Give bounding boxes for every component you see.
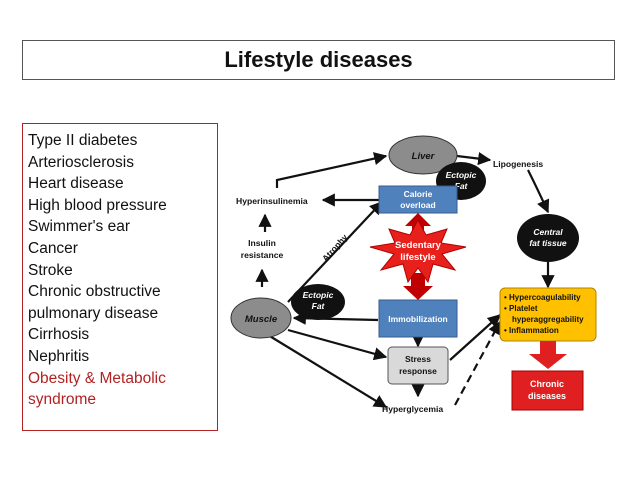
ectopic-fat-top-label: Ectopic (446, 170, 477, 180)
list-item: Heart disease (28, 175, 124, 193)
atrophy-label: Atrophy (320, 232, 350, 263)
effects-item: • Platelet (504, 304, 538, 313)
list-item: High blood pressure (28, 196, 167, 214)
page-title: Lifestyle diseases (224, 47, 413, 72)
list-item-highlighted: syndrome (28, 391, 97, 409)
muscle-node (230, 297, 292, 339)
ectopic-fat-bottom-label: Ectopic (303, 290, 334, 300)
arrow-lipogenesis-central-fat (527, 169, 550, 214)
arrow-liver-lipogenesis (456, 152, 492, 166)
effects-item: • Inflammation (504, 326, 559, 335)
title-box: Lifestyle diseases (22, 40, 615, 80)
stress-response-label: response (399, 366, 437, 376)
list-item: Nephritis (28, 347, 90, 365)
sedentary-lifestyle-label: lifestyle (400, 252, 435, 263)
immobilization-box (378, 299, 458, 338)
insulin-resistance-label: Insulin (248, 238, 276, 248)
hyperinsulinemia-label: Hyperinsulinemia (236, 196, 308, 206)
hyperglycemia-label: Hyperglycemia (382, 404, 443, 414)
arrow-hyperglycemia-effects-dashed (454, 320, 501, 406)
immobilization-label: Immobilization (388, 314, 448, 324)
list-item: Cirrhosis (28, 326, 90, 344)
calorie-overload-label: overload (400, 200, 435, 210)
disease-list: Type II diabetes Arteriosclerosis Heart … (22, 123, 218, 431)
stress-response-label: Stress (405, 354, 431, 364)
list-item: Chronic obstructive (28, 283, 161, 301)
list-item: Type II diabetes (28, 132, 138, 149)
arrow-muscle-stress (287, 328, 388, 361)
central-fat-tissue-node (517, 214, 579, 262)
effects-item: • Hypercoagulability (504, 293, 581, 302)
chronic-diseases-label: diseases (528, 391, 566, 401)
list-item: pulmonary disease (28, 304, 159, 322)
ectopic-fat-bottom-node (291, 284, 345, 320)
insulin-resistance-label: resistance (241, 250, 284, 260)
arrow-muscle-hyperglycemia (267, 334, 388, 408)
ectopic-fat-top-label: Fat (455, 181, 469, 191)
sedentary-lifestyle-star (369, 218, 467, 284)
list-item: Stroke (28, 261, 73, 279)
list-item: Arteriosclerosis (28, 153, 134, 171)
muscle-label: Muscle (245, 314, 278, 325)
effects-item: hyperaggregability (512, 315, 584, 324)
chronic-diseases-label: Chronic (530, 379, 564, 389)
calorie-overload-box (378, 185, 458, 214)
liver-node (388, 135, 458, 175)
list-item: Cancer (28, 239, 78, 257)
effects-to-chronic-arrow (529, 341, 567, 369)
liver-label: Liver (412, 151, 436, 162)
central-fat-tissue-label: fat tissue (529, 238, 567, 248)
lipogenesis-label: Lipogenesis (493, 159, 543, 169)
chronic-diseases-box (511, 370, 584, 411)
arrow-hyperinsulinemia-liver (275, 152, 388, 188)
stress-response-box (387, 346, 449, 385)
calorie-overload-label: Calorie (404, 189, 433, 199)
sedentary-lifestyle-label: Sedentary (395, 240, 442, 251)
arrow-muscle-calorie-atrophy (287, 201, 383, 303)
list-item: Swimmer's ear (28, 218, 130, 236)
down-block-arrow (403, 273, 433, 300)
list-item-highlighted: Obesity & Metabolic (28, 369, 166, 387)
ectopic-fat-bottom-label: Fat (312, 301, 326, 311)
central-fat-tissue-label: Central (533, 227, 563, 237)
